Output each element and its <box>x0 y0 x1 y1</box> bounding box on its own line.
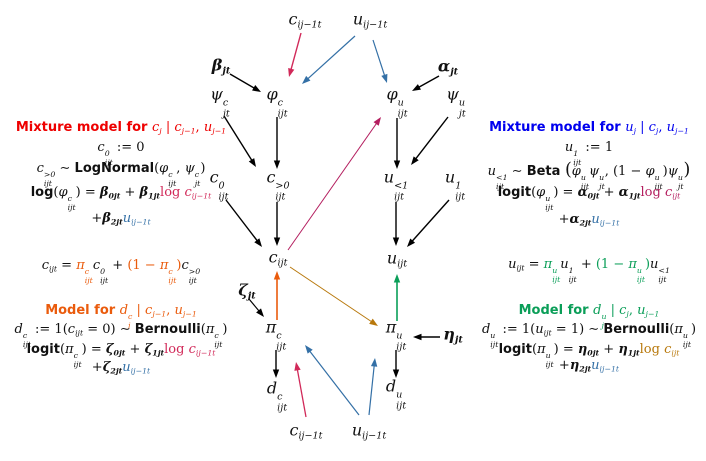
edge-c-gt0-ijt-to-c-ijt <box>273 202 281 246</box>
node-alpha-jt: αjt <box>437 56 459 78</box>
edge-pi-c-ijt-to-d-c-ijt <box>272 350 280 378</box>
node-u-prev-bot: uij−1t <box>351 420 387 442</box>
left-formula-line-1: Mixture model for cj | cj−1, uj−1 <box>15 120 227 136</box>
edge-phi-c-ijt-to-c-gt0-ijt <box>273 117 281 169</box>
edge-u-prev-top-to-phi-c-ijt <box>302 35 356 84</box>
left-formula-line-10: +ζ2jtuij−1t <box>91 360 151 376</box>
edge-alpha-jt-to-phi-u-ijt <box>412 75 440 91</box>
edge-u-prev-bot-to-pi-u-ijt <box>368 358 378 416</box>
right-formula-line-5: +α2jtuij−1t <box>558 212 620 228</box>
edge-eta-jt-to-pi-u-ijt <box>413 333 440 341</box>
edge-phi-u-ijt-to-u-lt1-ijt <box>393 118 401 169</box>
edge-pi-u-ijt-to-u-ijt <box>393 274 401 321</box>
edge-pi-c-ijt-to-c-ijt <box>273 271 281 320</box>
edge-c0-ijt-to-c-ijt <box>225 199 262 247</box>
edge-c-ijt-to-phi-u-ijt <box>287 117 381 251</box>
node-u-prev-top: uij−1t <box>352 9 388 31</box>
node-c-prev-top: cij−1t <box>288 9 322 31</box>
edge-u-prev-top-to-phi-u-ijt <box>372 39 388 83</box>
edge-c-prev-bot-to-pi-c-ijt <box>294 362 307 418</box>
edge-psi-c-jt-to-c-gt0-ijt <box>223 115 256 167</box>
right-formula-line-10: +η2jtuij−1t <box>558 358 620 374</box>
node-beta-jt: βjt <box>211 55 231 77</box>
edge-u-lt1-ijt-to-u-ijt <box>392 202 400 246</box>
node-u-ijt: uijt <box>386 248 408 270</box>
right-formula-line-1: Mixture model for uj | cj, uj−1 <box>489 120 689 136</box>
edge-beta-jt-to-phi-c-ijt <box>229 73 261 92</box>
node-zeta-jt: ζjt <box>238 280 256 302</box>
node-c-prev-bot: cij−1t <box>289 420 323 442</box>
edge-psi-u-jt-to-u-lt1-ijt <box>411 116 449 165</box>
edge-u-prev-bot-to-pi-c-ijt <box>305 345 360 416</box>
edge-c-prev-top-to-phi-c-ijt <box>288 32 302 77</box>
edge-pi-u-ijt-to-d-u-ijt <box>392 350 400 378</box>
left-formula-line-5: +β2jtuij−1t <box>91 211 151 227</box>
edge-zeta-jt-to-pi-c-ijt <box>248 298 264 317</box>
node-eta-jt: ηjt <box>443 324 463 346</box>
edge-c-ijt-to-pi-u-ijt <box>289 266 378 326</box>
node-c-ijt: cijt <box>268 247 288 269</box>
edge-u1-ijt-to-u-ijt <box>407 199 450 247</box>
